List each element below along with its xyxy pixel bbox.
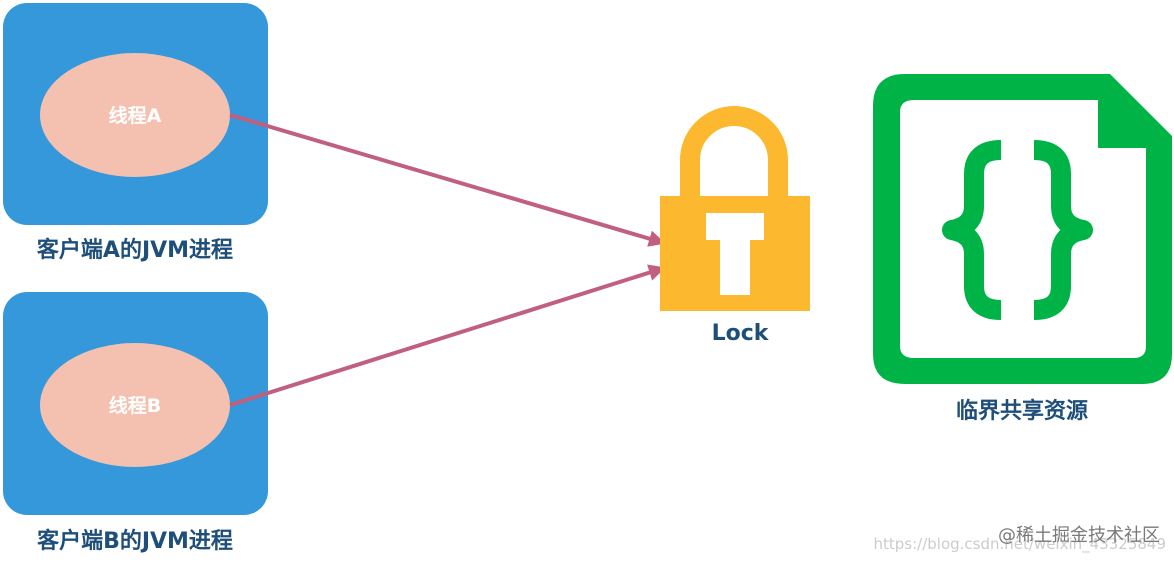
thread-a-label: 线程A bbox=[109, 104, 162, 127]
thread-b-label: 线程B bbox=[109, 394, 161, 417]
arrow-thread-a-to-lock bbox=[229, 113, 666, 247]
watermark-primary: @稀土掘金技术社区 bbox=[998, 525, 1160, 546]
watermark-secondary: https://blog.csdn.net/weixin_43325849 bbox=[873, 535, 1166, 554]
thread-b-ellipse bbox=[40, 343, 230, 467]
lock-label: Lock bbox=[712, 321, 770, 346]
process-a-label: 客户端A的JVM进程 bbox=[37, 237, 233, 263]
code-file-icon bbox=[873, 74, 1172, 384]
arrow-thread-b-to-lock bbox=[229, 264, 666, 407]
resource-label: 临界共享资源 bbox=[956, 398, 1088, 424]
process-b-label: 客户端B的JVM进程 bbox=[37, 528, 233, 554]
thread-a-ellipse bbox=[40, 53, 230, 177]
padlock-icon bbox=[660, 106, 810, 311]
